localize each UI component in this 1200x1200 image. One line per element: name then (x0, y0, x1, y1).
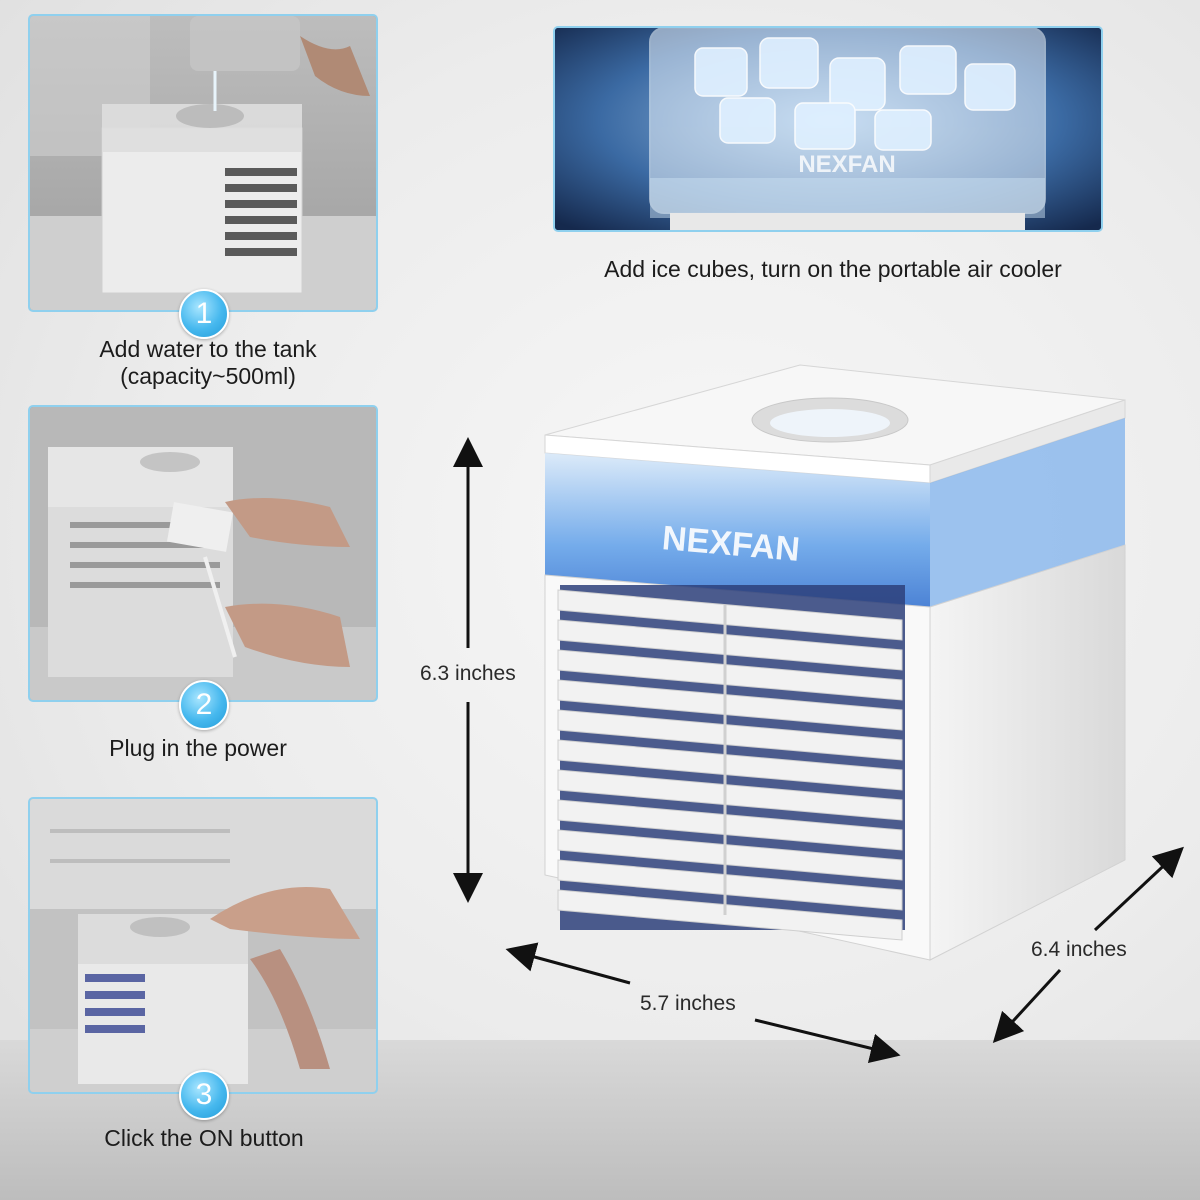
step-2-illustration (30, 407, 376, 700)
ice-tank-illustration: NEXFAN (555, 28, 1101, 230)
ice-brand-text: NEXFAN (798, 151, 895, 178)
step-3-photo (28, 797, 378, 1094)
step-2-badge: 2 (179, 680, 229, 730)
height-dimension-label: 6.3 inches (420, 662, 516, 685)
depth-dimension-label: 6.4 inches (1031, 938, 1127, 961)
step-1-caption-line2: (capacity~500ml) (120, 363, 296, 389)
step-1-photo (28, 14, 378, 312)
depth-arrow-bottom (992, 968, 1062, 1044)
louver-grille (557, 585, 905, 941)
step-1-badge: 1 (179, 289, 229, 339)
air-cooler-product: NEXFAN (544, 364, 1126, 961)
step-1-illustration (30, 16, 376, 310)
ice-caption: Add ice cubes, turn on the portable air … (604, 256, 1062, 282)
step-3-badge: 3 (179, 1070, 229, 1120)
step-2-photo (28, 405, 378, 702)
step-1-caption-line1: Add water to the tank (99, 336, 317, 362)
step-2-caption: Plug in the power (109, 735, 287, 761)
width-dimension-label: 5.7 inches (640, 992, 736, 1015)
step-1-caption: Add water to the tank (capacity~500ml) (28, 336, 388, 390)
step-3-illustration (30, 799, 376, 1092)
step-3-caption: Click the ON button (104, 1125, 304, 1151)
ice-cubes-photo: NEXFAN (553, 26, 1103, 232)
